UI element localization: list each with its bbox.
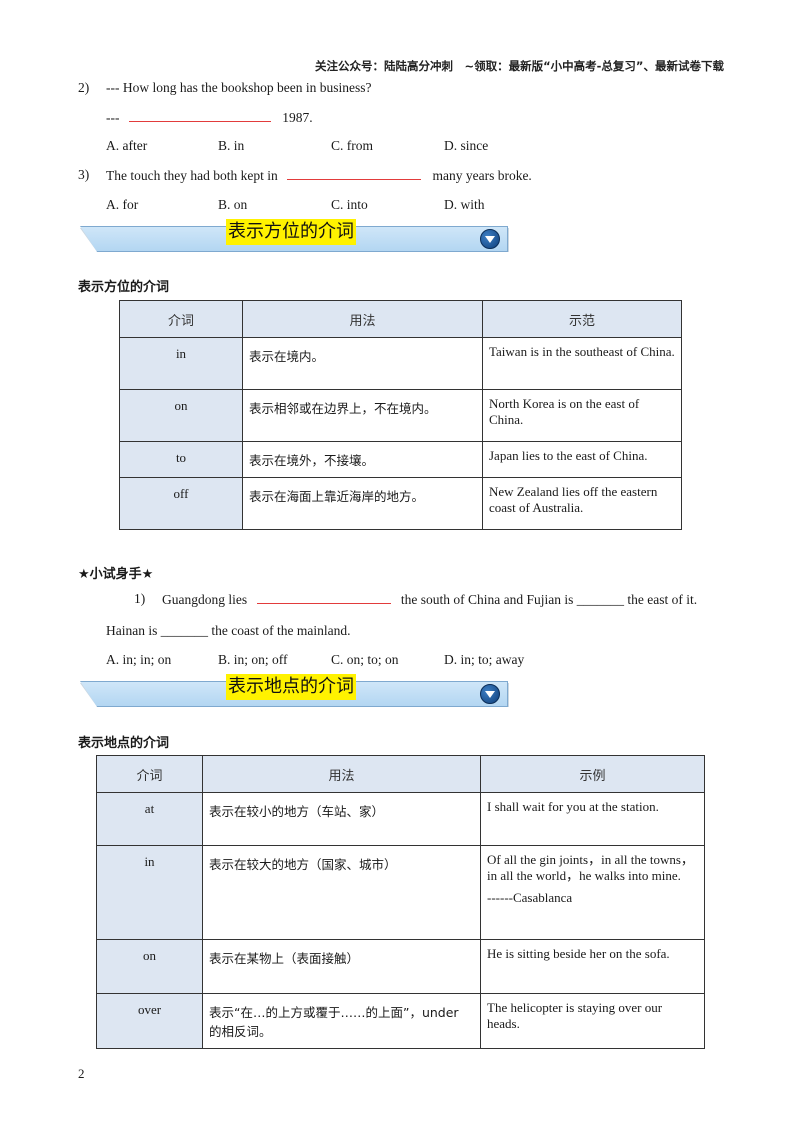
q3-text-after: many years broke. [432,168,532,183]
example-cell: North Korea is on the east of China. [482,389,682,442]
usage-cell: 表示在境内。 [242,337,483,390]
header-note: 关注公众号：陆陆高分冲刺 ~领取：最新版“小中高考-总复习”、最新试卷下载 [314,59,724,73]
table-row: in 表示在境内。 Taiwan is in the southeast of … [119,337,682,390]
q2-option-c[interactable]: C. from [331,138,373,153]
section-title-location: 表示地点的介词 [78,736,170,751]
example-text: Of all the gin joints，in all the towns，i… [487,852,694,883]
example-cell: I shall wait for you at the station. [480,792,705,846]
table-row: in 表示在较大的地方（国家、城市） Of all the gin joints… [96,845,705,940]
q3-number: 3) [78,167,90,182]
practice-title: ★小试身手★ [78,567,154,582]
example-source: ------Casablanca [487,890,573,905]
q3-blank[interactable] [287,167,422,180]
usage-cell: 表示在海面上靠近海岸的地方。 [242,477,483,530]
table-row: off 表示在海面上靠近海岸的地方。 New Zealand lies off … [119,477,682,530]
preposition-cell: in [96,845,203,940]
table-row: on 表示相邻或在边界上，不在境内。 North Korea is on the… [119,389,682,442]
preposition-cell: at [96,792,203,846]
usage-cell: 表示“在…的上方或覆于……的上面”，under 的相反词。 [202,993,481,1049]
table-header: 示范 [482,300,682,338]
section-banner-location: 表示地点的介词 [80,674,509,707]
practice-option-d[interactable]: D. in; to; away [444,652,525,667]
q2-option-a[interactable]: A. after [106,138,148,153]
usage-cell: 表示在较小的地方（车站、家） [202,792,481,846]
preposition-cell: on [96,939,203,994]
table-header-row: 介词 用法 示范 [119,300,682,338]
direction-prepositions-table: 介词 用法 示范 in 表示在境内。 Taiwan is in the sout… [119,300,682,530]
usage-cell: 表示在较大的地方（国家、城市） [202,845,481,940]
table-row: over 表示“在…的上方或覆于……的上面”，under 的相反词。 The h… [96,993,705,1049]
practice-option-a[interactable]: A. in; in; on [106,652,172,667]
q3-option-a[interactable]: A. for [106,197,139,212]
table-row: on 表示在某物上（表面接触） He is sitting beside her… [96,939,705,994]
table-row: at 表示在较小的地方（车站、家） I shall wait for you a… [96,792,705,846]
q2-answer-suffix: 1987. [282,110,313,125]
banner-title: 表示方位的介词 [226,219,356,245]
preposition-cell: to [119,441,243,478]
practice-blank[interactable] [256,591,391,604]
usage-cell: 表示相邻或在边界上，不在境内。 [242,389,483,442]
practice-text-before: Guangdong lies [162,592,248,607]
q3-option-d[interactable]: D. with [444,197,485,212]
table-header: 用法 [202,755,481,793]
preposition-cell: off [119,477,243,530]
table-row: to 表示在境外，不接壤。 Japan lies to the east of … [119,441,682,478]
practice-text-mid: the south of China and Fujian is _______… [400,592,698,607]
banner-title: 表示地点的介词 [226,674,356,700]
practice-option-b[interactable]: B. in; on; off [218,652,288,667]
page-number: 2 [78,1066,85,1081]
location-prepositions-table: 介词 用法 示例 at 表示在较小的地方（车站、家） I shall wait … [96,755,705,1049]
example-cell: New Zealand lies off the eastern coast o… [482,477,682,530]
q2-text: --- How long has the bookshop been in bu… [106,80,372,95]
practice-option-c[interactable]: C. on; to; on [331,652,399,667]
usage-cell: 表示在某物上（表面接触） [202,939,481,994]
table-header: 介词 [96,755,203,793]
preposition-cell: over [96,993,203,1049]
q2-option-b[interactable]: B. in [218,138,245,153]
example-cell: Japan lies to the east of China. [482,441,682,478]
q2-answer-prefix: --- [106,110,120,125]
table-header: 示例 [480,755,705,793]
example-cell: The helicopter is staying over our heads… [480,993,705,1049]
preposition-cell: on [119,389,243,442]
table-header: 用法 [242,300,483,338]
section-banner-direction: 表示方位的介词 [80,219,509,252]
table-header: 介词 [119,300,243,338]
q2-number: 2) [78,80,90,95]
example-cell: Of all the gin joints，in all the towns，i… [480,845,705,940]
chevron-down-icon[interactable] [480,229,500,249]
q3-option-c[interactable]: C. into [331,197,368,212]
q2-blank[interactable] [128,109,271,122]
practice-line-1: Guangdong lies the south of China and Fu… [162,591,697,608]
section-title-direction: 表示方位的介词 [78,280,170,295]
q2-option-d[interactable]: D. since [444,138,489,153]
practice-number: 1) [134,591,146,606]
table-header-row: 介词 用法 示例 [96,755,705,793]
q3-option-b[interactable]: B. on [218,197,248,212]
example-cell: He is sitting beside her on the sofa. [480,939,705,994]
q3-line: The touch they had both kept in many yea… [106,167,532,184]
chevron-down-icon[interactable] [480,684,500,704]
q2-answer-line: --- 1987. [106,109,313,126]
preposition-cell: in [119,337,243,390]
usage-cell: 表示在境外，不接壤。 [242,441,483,478]
practice-line-2: Hainan is _______ the coast of the mainl… [106,623,351,638]
example-cell: Taiwan is in the southeast of China. [482,337,682,390]
q3-text-before: The touch they had both kept in [106,168,278,183]
